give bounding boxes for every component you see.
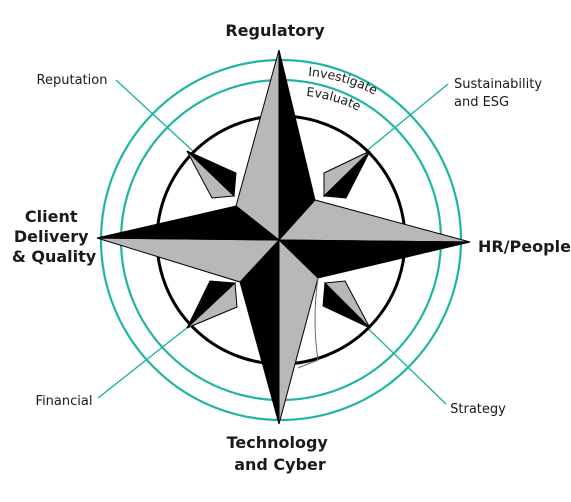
star-south-outline [297,277,319,369]
compass-star [96,49,471,425]
point-southwest-light [186,281,238,329]
label-southwest: Financial [36,394,93,409]
label-west: Client Delivery & Quality [12,207,97,266]
label-south: Technology and Cyber [227,433,334,474]
leader-line-reputation [115,79,209,166]
diagonal-points [186,150,371,329]
leader-line-sustainability [352,83,449,163]
star-west-dark [96,205,281,241]
label-northwest: Reputation [37,73,108,88]
point-northeast-light [323,150,371,198]
label-east: HR/People [478,237,571,256]
label-northeast: Sustainability and ESG [454,77,546,110]
point-southeast-light [323,280,371,329]
label-southeast: Strategy [450,402,506,417]
point-northwest-light [186,150,236,199]
label-north: Regulatory [225,21,325,40]
